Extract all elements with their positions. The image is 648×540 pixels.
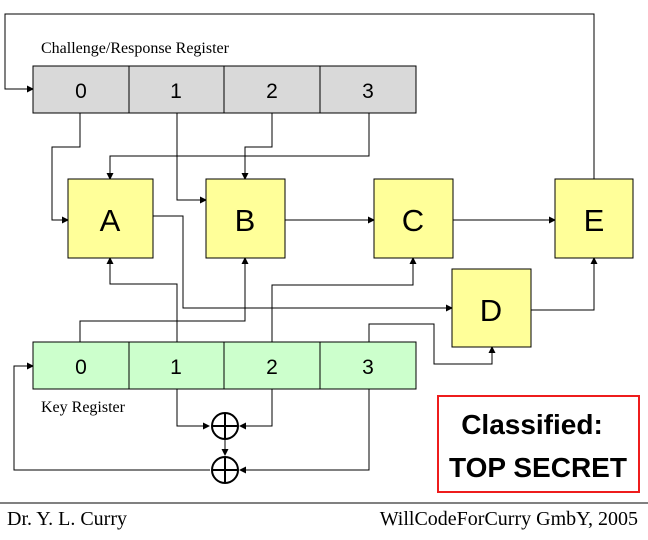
wire-c2-to-b	[241, 113, 273, 180]
block-c	[373, 178, 454, 259]
stamp-line-1: Classified:	[461, 409, 603, 440]
block-b	[205, 178, 286, 259]
wire-k1-to-xor1	[176, 389, 210, 430]
challenge-cell-1	[128, 65, 225, 114]
block-a-label: A	[100, 203, 121, 238]
wire-e-feedback	[4, 13, 595, 179]
classified-stamp: Classified: TOP SECRET	[437, 395, 640, 493]
footer-copyright: WillCodeForCurry GmbY, 2005	[380, 508, 638, 530]
wire-xor2-feedback	[13, 362, 210, 471]
wire-k2-to-c	[271, 257, 417, 342]
block-e-label: E	[584, 203, 605, 238]
wire-c3-to-a	[106, 113, 370, 180]
challenge-cell-2	[223, 65, 321, 114]
function-blocks: A B C E D	[67, 178, 634, 348]
wire-k3-to-d	[368, 323, 496, 365]
wire-c1-to-b	[176, 113, 207, 204]
key-cell-1-label: 1	[170, 356, 182, 379]
key-cell-3	[319, 341, 417, 390]
key-cell-3-label: 3	[362, 356, 374, 379]
wire-k2-to-xor1	[239, 389, 273, 430]
block-a	[67, 178, 154, 259]
challenge-register-label: Challenge/Response Register	[41, 40, 230, 57]
challenge-cell-2-label: 2	[266, 80, 278, 103]
wire-c0-to-a	[51, 113, 81, 224]
connection-lines	[4, 13, 598, 474]
wire-k0-to-b	[79, 257, 249, 342]
key-cell-2-label: 2	[266, 356, 278, 379]
stamp-border	[437, 395, 640, 493]
footer-author: Dr. Y. L. Curry	[7, 508, 127, 530]
block-c-label: C	[402, 203, 424, 238]
wire-a-to-d	[153, 215, 453, 312]
block-d	[451, 268, 532, 348]
challenge-cell-0	[32, 65, 130, 114]
challenge-cell-0-label: 0	[75, 80, 87, 103]
challenge-cell-3	[319, 65, 417, 114]
wire-d-to-e	[531, 257, 598, 311]
challenge-cell-3-label: 3	[362, 80, 374, 103]
key-cell-0-label: 0	[75, 356, 87, 379]
block-d-label: D	[480, 293, 502, 328]
challenge-register: 0 1 2 3	[32, 65, 417, 114]
xor-gate-1	[211, 412, 239, 440]
block-b-label: B	[235, 203, 256, 238]
stamp-line-2: TOP SECRET	[449, 452, 627, 483]
key-cell-0	[32, 341, 130, 390]
key-cell-2	[223, 341, 321, 390]
block-e	[554, 178, 634, 259]
wire-k3-to-xor2	[239, 389, 370, 474]
key-register: 0 1 2 3	[32, 341, 417, 390]
xor-gate-2	[211, 456, 239, 484]
challenge-cell-1-label: 1	[170, 80, 182, 103]
wire-k1-to-a	[106, 257, 178, 342]
key-register-label: Key Register	[41, 399, 126, 416]
